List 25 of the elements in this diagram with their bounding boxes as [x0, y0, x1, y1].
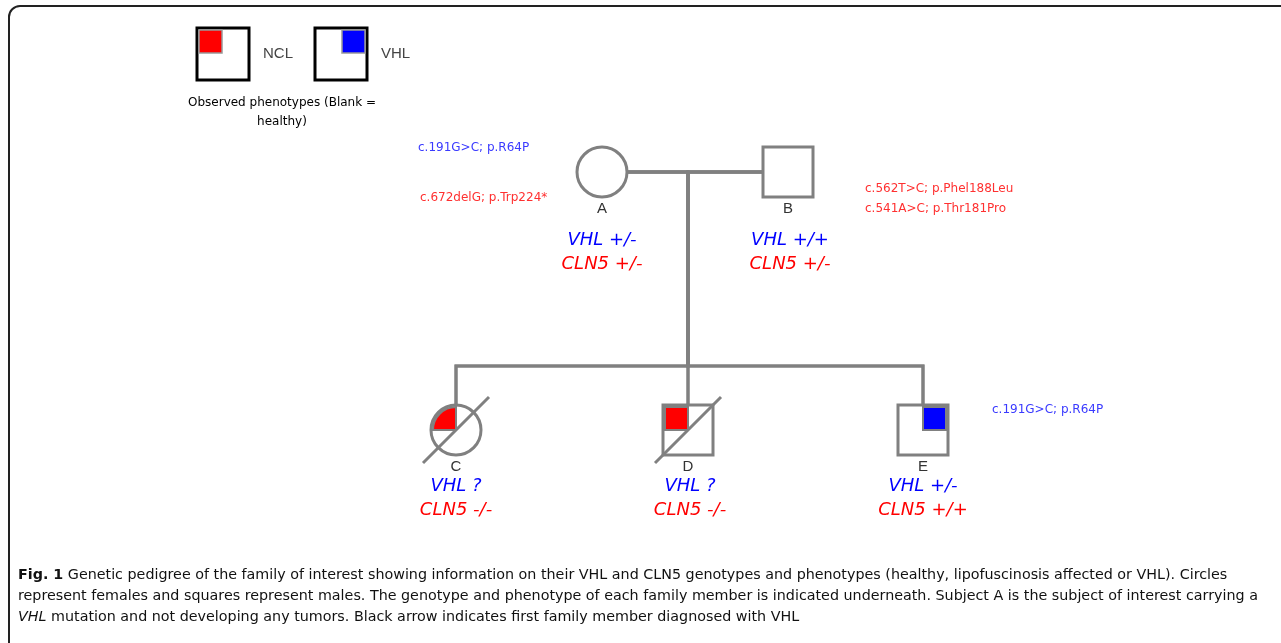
individual-label: A	[596, 199, 608, 216]
pedigree-line	[686, 170, 925, 405]
genotype-label: CLN5 +/+	[878, 498, 968, 519]
genotype-label: CLN5 -/-	[419, 498, 493, 519]
genotype-label: CLN5 -/-	[653, 498, 727, 519]
individual-label: B	[782, 199, 794, 216]
individual-label: C	[449, 457, 463, 474]
genotype-label: CLN5 +/-	[749, 252, 831, 273]
mutation-note: c.541A>C; p.Thr181Pro	[865, 201, 1007, 215]
genotype-label: VHL +/+	[751, 228, 829, 249]
genotype-label: CLN5 +/-	[561, 252, 643, 273]
genotype-label: VHL ?	[664, 474, 716, 495]
legend-note: Observed phenotypes (Blank = healthy)	[187, 94, 377, 130]
individual-label: D	[681, 457, 695, 474]
figure-caption: Fig. 1 Genetic pedigree of the family of interest showing information on their VHL and CLN5 genotypes and phenotypes (healthy, lipofuscinosis affected or VHL). Circles represent females and squares represent males. The genotype and phenotype of each family member is indicated underneath. Subject A is the subject of interest carrying a VHL mutation and not developing any tumors. Black arrow indicates first family member diagnosed with VHL	[18, 565, 1259, 626]
mutation-note: c.191G>C; p.R64P	[992, 402, 1104, 416]
mutation-note: c.191G>C; p.R64P	[418, 140, 530, 154]
individual-label: E	[917, 457, 929, 474]
genotype-label: VHL +/-	[567, 228, 637, 249]
mutation-note: c.562T>C; p.Phel188Leu	[865, 181, 1014, 195]
mutation-note: c.672delG; p.Trp224*	[420, 190, 548, 204]
genotype-label: VHL ?	[430, 474, 482, 495]
genotype-label: VHL +/-	[888, 474, 958, 495]
legend-label: NCL	[263, 44, 293, 61]
legend-label: VHL	[381, 44, 411, 61]
